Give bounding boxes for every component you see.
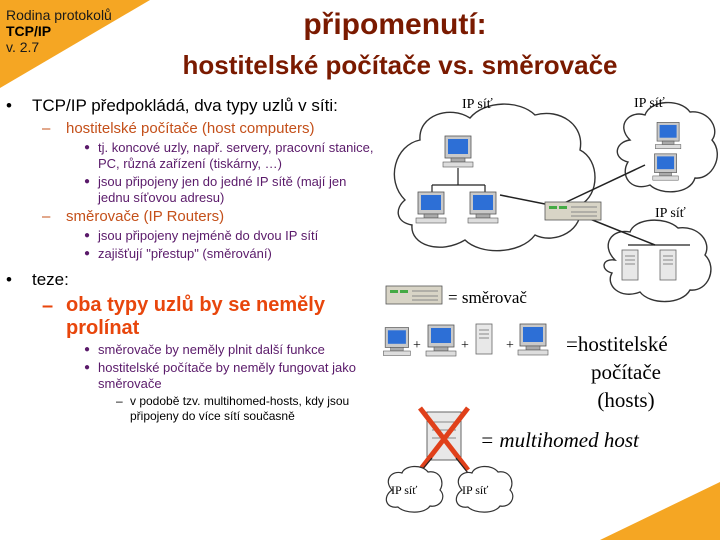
- bullet-dot-icon: ●: [84, 248, 91, 259]
- bullet-item: ●tj. koncové uzly, např. servery, pracov…: [84, 140, 374, 171]
- series-version: v. 2.7: [6, 39, 40, 55]
- net-label: IP síť: [462, 97, 493, 112]
- net-label: IP síť: [462, 483, 489, 497]
- bullet-item: ●směrovače by neměly plnit další funkce: [84, 342, 325, 357]
- series-name: Rodina protokolů: [6, 7, 112, 23]
- bullet-item: –oba typy uzlů by se neměly prolínat: [42, 294, 325, 339]
- bullet-item: ●zajišťují "přestup" (směrování): [84, 246, 272, 261]
- net-label: IP síť: [391, 483, 418, 497]
- plus-sign: +: [413, 338, 421, 353]
- bullet-dot-icon: ●: [84, 344, 91, 355]
- bullet-item: •TCP/IP předpokládá, dva typy uzlů v sít…: [6, 96, 338, 115]
- router-legend: = směrovač: [448, 288, 527, 307]
- plus-sign: +: [461, 338, 469, 353]
- net-label: IP síť: [634, 96, 665, 111]
- corner-decoration-bottom-right: [600, 482, 720, 540]
- net-label: IP síť: [655, 206, 686, 221]
- bullet-dot-icon: ●: [84, 362, 91, 373]
- ip-network-cloud: [616, 101, 718, 193]
- bullet-item: –hostitelské počítače (host computers): [42, 120, 315, 137]
- bullet-dot-icon: ●: [84, 230, 91, 241]
- plus-sign: +: [506, 338, 514, 353]
- series-protocol: TCP/IP: [6, 23, 52, 39]
- dash-icon: –: [42, 120, 51, 137]
- hosts-legend: =hostitelské počítače (hosts): [566, 332, 668, 412]
- dash-icon: –: [42, 208, 51, 225]
- bullet-item: ●hostitelské počítače by neměly fungovat…: [84, 360, 356, 391]
- dash-icon: –: [116, 394, 123, 408]
- bullet-dot-icon: ●: [84, 176, 91, 187]
- bullet-list: •TCP/IP předpokládá, dva typy uzlů v sít…: [6, 96, 378, 426]
- bullet-item: •teze:: [6, 270, 69, 289]
- bullet-dot-icon: ●: [84, 142, 91, 153]
- corner-decoration-top-left: [0, 0, 150, 88]
- bullet-item: –v podobě tzv. multihomed-hosts, kdy jso…: [116, 394, 350, 423]
- slide-subtitle: hostitelské počítače vs. směrovače: [182, 50, 618, 80]
- slide-title: připomenutí:: [303, 8, 487, 41]
- multihomed-legend: = multihomed host: [480, 428, 639, 452]
- series-label: Rodina protokolů TCP/IP v. 2.7: [6, 7, 112, 55]
- dash-icon: –: [42, 295, 54, 317]
- ip-network-cloud: [603, 219, 712, 303]
- ip-network-cloud: [393, 103, 596, 252]
- bullet-item: ●jsou připojeny jen do jedné IP sítě (ma…: [84, 174, 347, 205]
- bullet-item: –směrovače (IP Routers): [42, 208, 225, 225]
- bullet-dot-icon: •: [6, 270, 12, 289]
- bullet-dot-icon: •: [6, 96, 12, 115]
- bullet-item: ●jsou připojeny nejméně do dvou IP sítí: [84, 228, 319, 243]
